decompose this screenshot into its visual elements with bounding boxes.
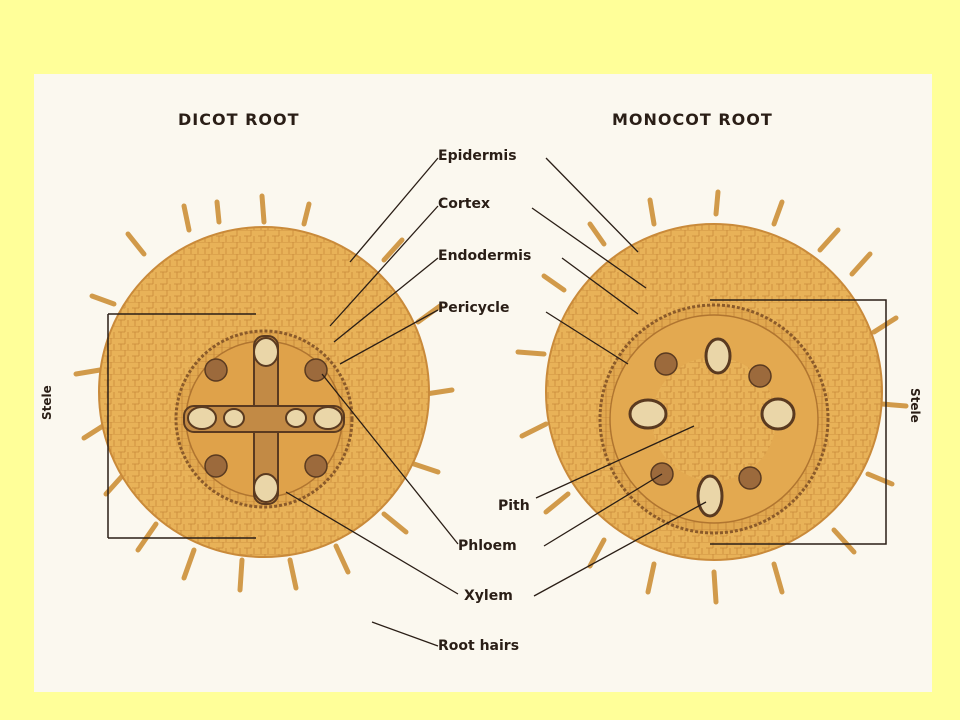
label-root-hairs: Root hairs — [438, 638, 520, 654]
label-stele-monocot: Stele — [908, 388, 922, 423]
label-epidermis: Epidermis — [438, 148, 517, 164]
label-phloem: Phloem — [458, 538, 517, 554]
label-pericycle: Pericycle — [438, 300, 510, 316]
label-stele-dicot: Stele — [40, 385, 54, 420]
root-cross-sections — [73, 157, 909, 647]
monocot-root-heading: MONOCOT ROOT — [612, 110, 773, 129]
dicot-root-heading: DICOT ROOT — [178, 110, 300, 129]
label-endodermis: Endodermis — [438, 248, 532, 264]
leader-lines — [285, 157, 707, 647]
diagram-panel: DICOT ROOT MONOCOT ROOT Epidermis Cortex… — [34, 74, 932, 692]
dicot-stele-bracket — [107, 313, 256, 539]
dicot-root-hairs — [73, 193, 455, 593]
monocot-pith — [652, 357, 776, 481]
monocot-root-hairs — [515, 189, 909, 605]
label-cortex: Cortex — [438, 196, 491, 212]
dicot-phloem — [204, 358, 328, 478]
monocot-xylem — [628, 337, 796, 518]
monocot-stele-bracket — [710, 299, 887, 545]
dicot-xylem — [183, 335, 345, 505]
label-xylem: Xylem — [464, 588, 513, 604]
label-pith: Pith — [498, 498, 530, 514]
